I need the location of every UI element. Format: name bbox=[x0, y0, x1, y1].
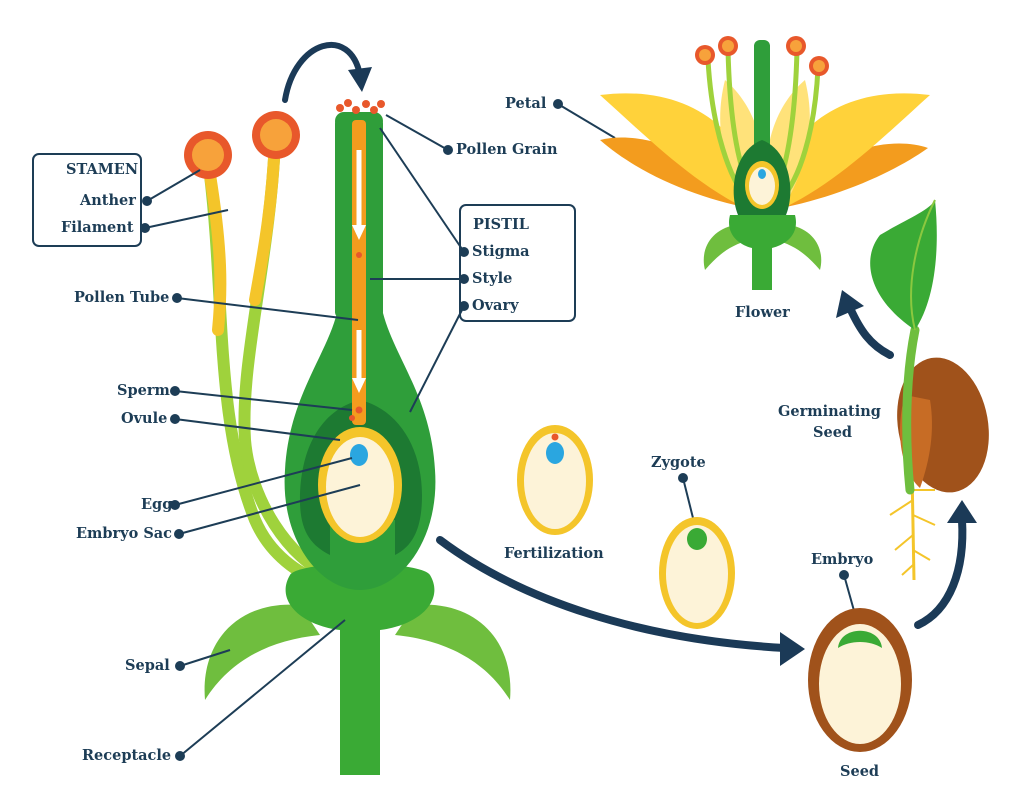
label-egg: Egg bbox=[141, 496, 173, 513]
fertilization-cell bbox=[517, 425, 593, 535]
petal bbox=[600, 93, 765, 215]
label-flower: Flower bbox=[735, 304, 790, 321]
label-stigma: Stigma bbox=[472, 243, 530, 260]
label-pollen-tube: Pollen Tube bbox=[74, 289, 170, 306]
label-fertilization: Fertilization bbox=[504, 545, 604, 562]
main-flower bbox=[184, 99, 511, 775]
sepal-right bbox=[395, 604, 511, 700]
pollination-arrow bbox=[282, 42, 363, 103]
stamen-box bbox=[32, 153, 142, 247]
receptacle bbox=[285, 563, 435, 775]
label-germinating-seed: Seed bbox=[813, 424, 853, 441]
label-anther: Anther bbox=[80, 192, 136, 209]
seed-to-germination-arrow bbox=[914, 516, 967, 629]
seed bbox=[808, 608, 912, 752]
label-stamen: STAMEN bbox=[66, 161, 139, 178]
ovary-to-seed-arrow bbox=[436, 536, 789, 652]
label-ovule: Ovule bbox=[121, 410, 168, 427]
label-filament: Filament bbox=[61, 219, 134, 236]
small-flower bbox=[600, 36, 930, 290]
embryo bbox=[838, 630, 882, 648]
label-pollen-grain: Pollen Grain bbox=[456, 141, 558, 158]
label-sepal: Sepal bbox=[125, 657, 170, 674]
label-germinating: Germinating bbox=[778, 403, 881, 420]
label-sperm: Sperm bbox=[117, 382, 170, 399]
seedling-leaf bbox=[870, 200, 937, 330]
anther-left bbox=[184, 131, 232, 179]
label-ovary: Ovary bbox=[472, 297, 519, 314]
germination-to-flower-arrow bbox=[846, 304, 894, 359]
label-receptacle: Receptacle bbox=[82, 747, 172, 764]
label-seed: Seed bbox=[840, 763, 880, 780]
leader-lines bbox=[140, 99, 859, 761]
label-pistil: PISTIL bbox=[473, 216, 529, 233]
label-embryo-sac: Embryo Sac bbox=[76, 525, 173, 542]
egg bbox=[350, 444, 368, 466]
label-embryo: Embryo bbox=[811, 551, 874, 568]
zygote-cell bbox=[659, 517, 735, 629]
pollen-tube bbox=[352, 120, 366, 425]
germinating-seed bbox=[870, 199, 989, 581]
label-style: Style bbox=[472, 270, 513, 287]
anther-right bbox=[252, 111, 300, 159]
embryo-sac bbox=[326, 437, 394, 537]
sepal-left bbox=[204, 604, 320, 700]
label-zygote: Zygote bbox=[651, 454, 706, 471]
label-petal: Petal bbox=[505, 95, 547, 112]
pistil-box bbox=[459, 204, 576, 322]
pollen-grains bbox=[336, 99, 385, 114]
